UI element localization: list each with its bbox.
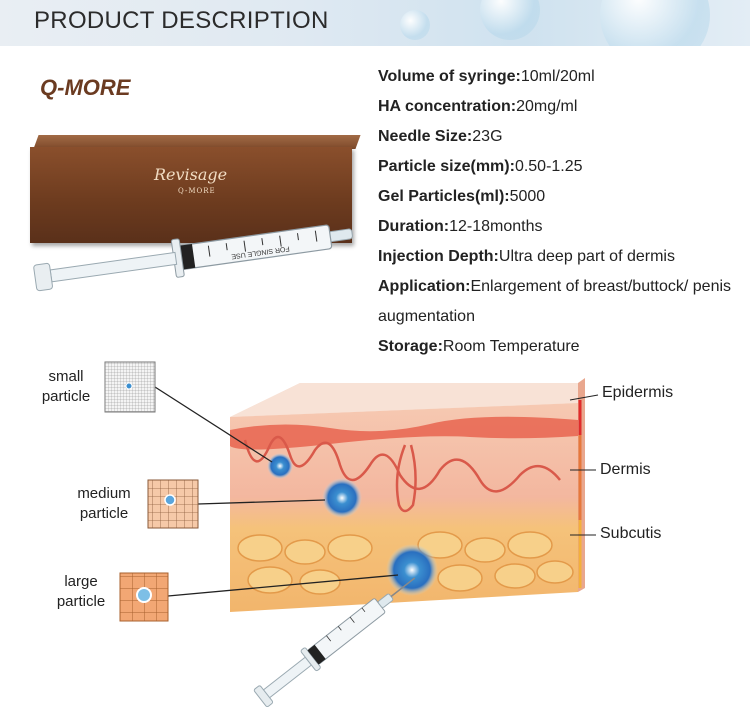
layer-label-subcutis: Subcutis bbox=[600, 525, 662, 542]
skin-diagram bbox=[104, 361, 599, 708]
particle-label-medium: medium particle bbox=[77, 485, 131, 522]
spec-row: Gel Particles(ml):5000 bbox=[378, 188, 546, 205]
syringe-illustration: FOR SINGLE USE bbox=[33, 224, 353, 292]
layer-label-epidermis: Epidermis bbox=[602, 384, 674, 401]
layer-label-dermis: Dermis bbox=[600, 461, 651, 478]
specs-list: Volume of syringe:10ml/20ml HA concentra… bbox=[378, 62, 738, 362]
spec-row: HA concentration:20mg/ml bbox=[378, 98, 578, 115]
header-banner: PRODUCT DESCRIPTION bbox=[0, 0, 750, 46]
spec-row: Injection Depth:Ultra deep part of dermi… bbox=[378, 248, 675, 265]
spec-row: Needle Size:23G bbox=[378, 128, 503, 145]
box-brand: Revisage bbox=[154, 165, 228, 184]
spec-row: Volume of syringe:10ml/20ml bbox=[378, 68, 595, 85]
box-subtitle: Q-MORE bbox=[178, 187, 216, 195]
spec-row: Application:Enlargement of breast/buttoc… bbox=[378, 278, 732, 325]
spec-row: Duration:12-18months bbox=[378, 218, 543, 235]
particle-label-large: large particle bbox=[56, 573, 106, 610]
particle-label-small: small particle bbox=[41, 368, 91, 405]
spec-row: Particle size(mm):0.50-1.25 bbox=[378, 158, 583, 175]
page-title: PRODUCT DESCRIPTION bbox=[34, 7, 329, 34]
product-name: Q-MORE bbox=[40, 75, 131, 100]
product-box: Revisage Q-MORE bbox=[30, 135, 361, 243]
spec-row: Storage:Room Temperature bbox=[378, 338, 580, 355]
